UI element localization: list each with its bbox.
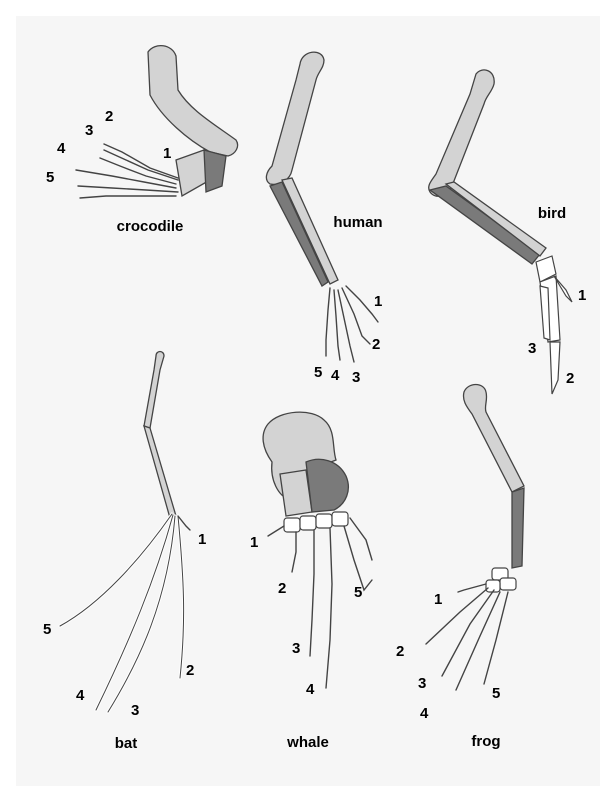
- human-digit-4: 4: [331, 367, 340, 384]
- crocodile-digit-2: 2: [105, 108, 113, 125]
- bird-digit-1: 1: [578, 287, 586, 304]
- whale-ulna: [306, 459, 348, 512]
- human-label: human: [333, 214, 382, 231]
- bird-label: bird: [538, 205, 566, 222]
- bat-digit-3: 3: [131, 702, 139, 719]
- crocodile-digit-3: 3: [85, 122, 93, 139]
- bird-digit-3: 3: [528, 340, 536, 357]
- bird-radius-ulna: [430, 186, 540, 264]
- human-limb: 1 2 3 4 5 human: [266, 52, 382, 386]
- whale-digit-2: 2: [278, 580, 286, 597]
- human-digit-5: 5: [314, 364, 322, 381]
- human-ulna: [282, 178, 338, 284]
- frog-digit-4: 4: [420, 705, 429, 722]
- bat-humerus: [144, 352, 164, 429]
- frog-label: frog: [471, 733, 500, 750]
- frog-digit-5: 5: [492, 685, 500, 702]
- crocodile-limb: 1 2 3 4 5 crocodile: [46, 46, 238, 235]
- whale-digit-3: 3: [292, 640, 300, 657]
- bat-digit-4: 4: [76, 687, 85, 704]
- crocodile-digit-4: 4: [57, 140, 66, 157]
- frog-digit-1: 1: [434, 591, 442, 608]
- crocodile-label: crocodile: [117, 218, 184, 235]
- frog-digit-3: 3: [418, 675, 426, 692]
- bat-limb: 1 2 3 4 5 bat: [43, 352, 206, 753]
- whale-digit-1: 1: [250, 534, 258, 551]
- bird-humerus: [429, 70, 495, 196]
- human-humerus: [266, 52, 324, 184]
- frog-humerus: [463, 385, 524, 493]
- bat-digit-2: 2: [186, 662, 194, 679]
- frog-digit-2: 2: [396, 643, 404, 660]
- human-digit-3: 3: [352, 369, 360, 386]
- human-digit-2: 2: [372, 336, 380, 353]
- whale-digit-5: 5: [354, 584, 362, 601]
- bat-radius: [144, 426, 176, 518]
- bat-label: bat: [115, 735, 138, 752]
- crocodile-humerus: [148, 46, 238, 156]
- whale-digits: [268, 518, 372, 688]
- crocodile-digit-1: 1: [163, 145, 171, 162]
- bat-digit-5: 5: [43, 621, 51, 638]
- human-digits: [326, 286, 378, 362]
- bird-limb: 1 2 3 bird: [429, 70, 587, 394]
- whale-digit-4: 4: [306, 681, 315, 698]
- bat-digits: [60, 514, 190, 712]
- crocodile-ulna: [204, 150, 226, 192]
- bird-ulna: [446, 182, 546, 256]
- bat-digit-1: 1: [198, 531, 206, 548]
- frog-radioulna: [512, 488, 524, 568]
- whale-label: whale: [286, 734, 329, 751]
- frog-carpals: [486, 568, 516, 592]
- frog-limb: 1 2 3 4 5 frog: [396, 385, 524, 751]
- crocodile-digit-5: 5: [46, 169, 54, 186]
- whale-limb: 1 2 3 4 5 whale: [250, 412, 372, 751]
- human-digit-1: 1: [374, 293, 382, 310]
- bird-digit-2: 2: [566, 370, 574, 387]
